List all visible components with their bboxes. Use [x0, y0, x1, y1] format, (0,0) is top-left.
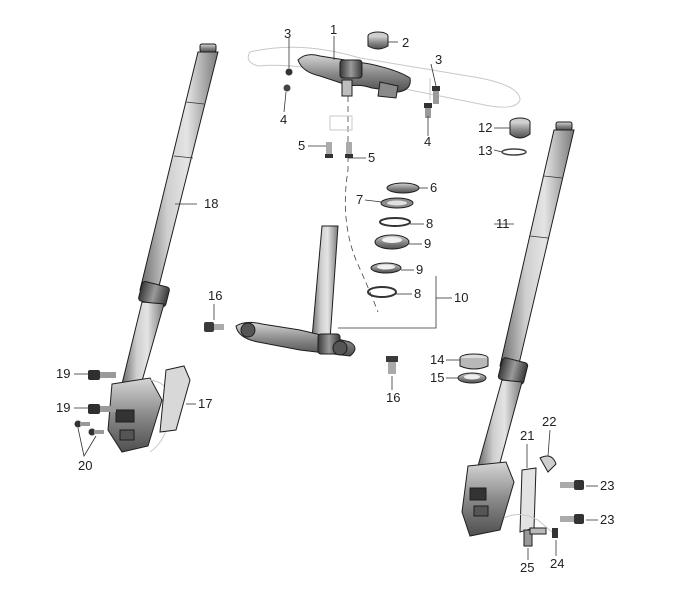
seal-15: [457, 372, 487, 384]
callout-25: 25: [520, 560, 534, 575]
left-fork-tube: [121, 43, 219, 389]
callout-labels: 1 2 3 3 4 4 5 5 6 7 8 9 9 8 10 11 12 13 …: [56, 22, 614, 575]
bolt-16-right: [386, 356, 398, 374]
seal-14: [459, 353, 489, 370]
ring-13: [501, 148, 527, 156]
callout-1: 1: [330, 22, 337, 37]
callout-13: 13: [478, 143, 492, 158]
callout-22: 22: [542, 414, 556, 429]
callout-4-left: 4: [280, 112, 287, 127]
bolt-16-left: [204, 322, 224, 332]
callout-10: 10: [454, 290, 468, 305]
callout-15: 15: [430, 370, 444, 385]
callout-12: 12: [478, 120, 492, 135]
callout-4-right: 4: [424, 134, 431, 149]
callout-19-lower: 19: [56, 400, 70, 415]
lower-triple-clamp: [235, 225, 356, 357]
callout-20: 20: [78, 458, 92, 473]
bolt-3-right: [432, 86, 440, 104]
callout-5-left: 5: [298, 138, 305, 153]
callout-11: 11: [496, 216, 510, 231]
bushing-12: [509, 117, 531, 139]
callout-16-left: 16: [208, 288, 222, 303]
handlebar-outline: [247, 46, 521, 108]
callout-2: 2: [402, 35, 409, 50]
bolt-19-lower: [88, 404, 116, 414]
callout-19-upper: 19: [56, 366, 70, 381]
bolts-20: [74, 420, 104, 436]
bolt-3-left: [285, 68, 293, 76]
left-lower-leg-bracket: [107, 365, 191, 453]
callout-8-upper: 8: [426, 216, 433, 231]
callout-18: 18: [204, 196, 218, 211]
bolt-23-lower: [560, 514, 584, 524]
callout-23-lower: 23: [600, 512, 614, 527]
bolt-4-right: [424, 103, 432, 118]
callout-16-right: 16: [386, 390, 400, 405]
right-fork-tube: [477, 121, 575, 471]
pin-25: [523, 527, 547, 547]
steering-nut-cap: [367, 31, 389, 50]
callout-21: 21: [520, 428, 534, 443]
callout-3-left: 3: [284, 26, 291, 41]
leader-lines: [74, 36, 598, 560]
callout-7: 7: [356, 192, 363, 207]
callout-24: 24: [550, 556, 564, 571]
bearing-stack: [367, 182, 420, 298]
callout-17: 17: [198, 396, 212, 411]
screw-24: [552, 528, 558, 538]
callout-5-right: 5: [368, 150, 375, 165]
steering-axis-dashed: [344, 96, 379, 313]
callout-6: 6: [430, 180, 437, 195]
callout-9-lower: 9: [416, 262, 423, 277]
bolts-5: [325, 115, 353, 158]
top-triple-clamp: [297, 54, 411, 99]
callout-9-upper: 9: [424, 236, 431, 251]
callout-8-lower: 8: [414, 286, 421, 301]
callout-14: 14: [430, 352, 444, 367]
right-lower-leg-bracket: [461, 455, 557, 537]
bolt-19-upper: [88, 370, 116, 380]
bolt-23-upper: [560, 480, 584, 490]
bolt-4-left: [283, 84, 291, 92]
callout-23-upper: 23: [600, 478, 614, 493]
callout-3-right: 3: [435, 52, 442, 67]
